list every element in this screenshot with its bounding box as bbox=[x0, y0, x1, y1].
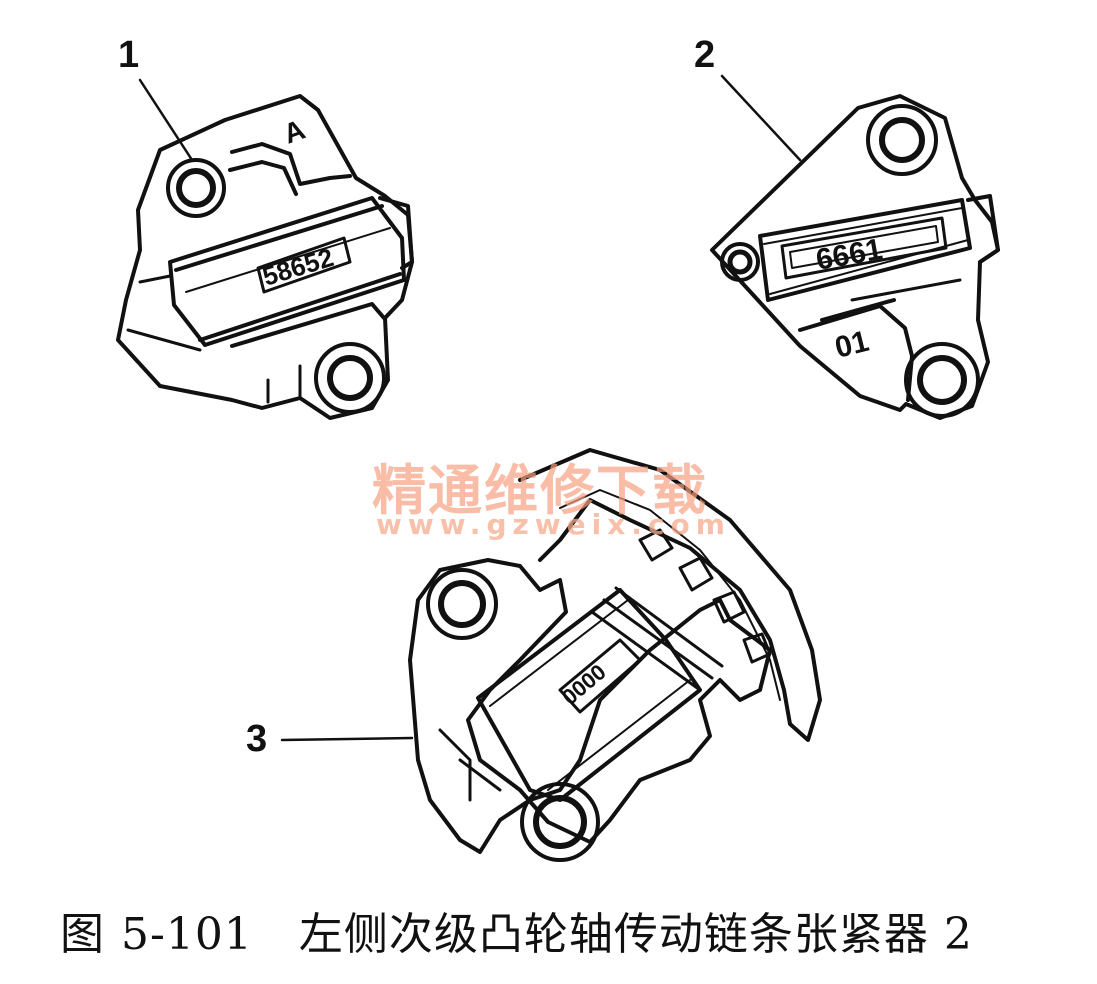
tensioner-part-3 bbox=[408, 448, 822, 862]
caption-number: 5-101 bbox=[121, 909, 253, 960]
part-1-stamp: 58652 bbox=[259, 242, 337, 292]
caption-title: 左侧次级凸轮轴传动链条张紧器 2 bbox=[298, 909, 973, 960]
callout-3: 3 bbox=[246, 718, 268, 760]
callout-2: 2 bbox=[694, 34, 716, 76]
leader-line-2 bbox=[720, 74, 802, 162]
callout-1: 1 bbox=[118, 34, 140, 76]
figure-caption: 图 5-101 左侧次级凸轮轴传动链条张紧器 2 bbox=[60, 898, 1060, 962]
part-1-mark: A bbox=[279, 114, 309, 150]
part-3-stamp: 0000 bbox=[557, 659, 611, 710]
tensioner-diagram: 58652 A 6661 01 0000 bbox=[116, 74, 1000, 862]
part-2-mark: 01 bbox=[832, 325, 872, 365]
caption-label: 图 bbox=[60, 909, 105, 960]
tensioner-part-2 bbox=[710, 94, 1000, 420]
watermark-title: 精通维修下载 bbox=[372, 459, 708, 522]
watermark-url: www.gzweix.com bbox=[376, 508, 731, 541]
leader-line-3 bbox=[280, 736, 414, 742]
tensioner-part-1 bbox=[116, 94, 414, 420]
leader-line-1 bbox=[138, 78, 194, 162]
